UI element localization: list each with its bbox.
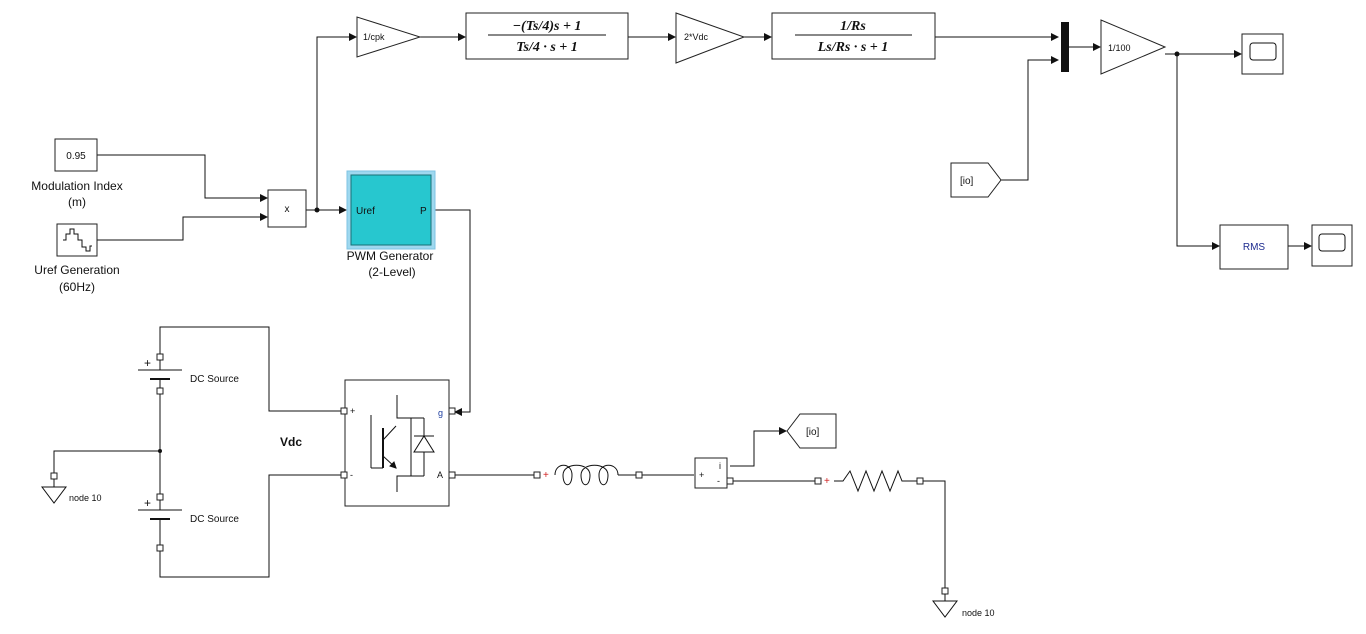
gain-scale-block[interactable]: 1/100	[1100, 19, 1167, 75]
physical-wires	[53, 326, 946, 590]
staircase-wave-icon	[63, 228, 92, 252]
current-meas-minus: -	[717, 476, 720, 486]
transfer-function-delay-block[interactable]: −(Ts/4)s + 1 Ts/4 · s + 1	[465, 12, 629, 60]
constant-value: 0.95	[66, 151, 86, 162]
gain-vdc-label: 2*Vdc	[684, 32, 709, 42]
signal-wires	[97, 33, 1312, 416]
uref-label: Uref Generation	[34, 263, 119, 277]
igbt-symbol-icon	[370, 395, 435, 492]
pwm-label: PWM Generator	[347, 249, 434, 263]
ground-right-label: node 10	[962, 608, 995, 618]
pwm-label-sub: (2-Level)	[368, 265, 415, 279]
uref-generation-block[interactable]	[56, 223, 98, 257]
ground-left-label: node 10	[69, 493, 102, 503]
igbt-port-a: A	[437, 470, 443, 480]
dc-source-top-label: DC Source	[190, 374, 239, 385]
current-meas-plus: +	[699, 470, 704, 480]
dc-source-top[interactable]: +	[138, 353, 182, 395]
tf1-numerator: −(Ts/4)s + 1	[513, 19, 582, 34]
gain-scale-label: 1/100	[1108, 43, 1131, 53]
inductor[interactable]: +	[533, 464, 643, 486]
modulation-index-constant[interactable]: 0.95	[54, 138, 98, 172]
resistor-plus: +	[824, 476, 830, 487]
igbt-port-g: g	[438, 408, 443, 418]
dc-source-bottom[interactable]: +	[138, 493, 182, 552]
ground-right[interactable]	[932, 587, 958, 618]
gain-cpk-label: 1/cpk	[363, 32, 385, 42]
scope-block-top[interactable]	[1241, 33, 1284, 75]
tf1-denominator: Ts/4 · s + 1	[516, 40, 578, 55]
tf2-numerator: 1/Rs	[840, 19, 866, 34]
from-io-label: [io]	[960, 176, 974, 187]
pwm-generator-block[interactable]: Uref P	[346, 170, 436, 250]
scope-icon	[1318, 233, 1346, 252]
constant-label-sub: (m)	[68, 195, 86, 209]
mux-block[interactable]	[1061, 22, 1069, 72]
igbt-diode-block[interactable]: + - g A	[340, 379, 456, 507]
current-measurement-block[interactable]: + - i	[694, 457, 734, 489]
product-symbol: x	[285, 204, 290, 215]
scope-block-rms[interactable]	[1311, 224, 1353, 267]
ground-left[interactable]	[41, 472, 67, 504]
rms-block[interactable]: RMS	[1219, 224, 1289, 270]
pwm-port-uref: Uref	[356, 206, 375, 217]
dc-top-plus: +	[144, 356, 151, 370]
gain-cpk-block[interactable]: 1/cpk	[356, 16, 422, 58]
igbt-port-plus: +	[350, 406, 355, 416]
igbt-port-minus: -	[350, 470, 353, 480]
coil-icon	[554, 464, 619, 486]
dc-source-bottom-label: DC Source	[190, 514, 239, 525]
ground-icon	[932, 600, 958, 618]
pwm-port-p: P	[420, 206, 427, 217]
tf2-denominator: Ls/Rs · s + 1	[817, 40, 889, 55]
goto-io-block[interactable]: [io]	[786, 413, 837, 449]
vdc-label: Vdc	[280, 435, 302, 449]
current-meas-i: i	[719, 461, 721, 471]
gain-vdc-block[interactable]: 2*Vdc	[675, 12, 746, 64]
resistor-zigzag-icon	[834, 469, 917, 493]
transfer-function-plant-block[interactable]: 1/Rs Ls/Rs · s + 1	[771, 12, 936, 60]
resistor[interactable]: +	[814, 469, 924, 493]
scope-icon	[1249, 42, 1277, 61]
ground-icon	[41, 486, 67, 504]
dc-bottom-plus: +	[144, 496, 151, 510]
from-io-block[interactable]: [io]	[950, 162, 1002, 198]
inductor-plus: +	[543, 470, 549, 481]
goto-io-label: [io]	[806, 427, 820, 438]
constant-label: Modulation Index	[31, 179, 122, 193]
rms-label: RMS	[1243, 242, 1266, 253]
product-block[interactable]: x	[267, 189, 307, 228]
uref-label-sub: (60Hz)	[59, 280, 95, 294]
